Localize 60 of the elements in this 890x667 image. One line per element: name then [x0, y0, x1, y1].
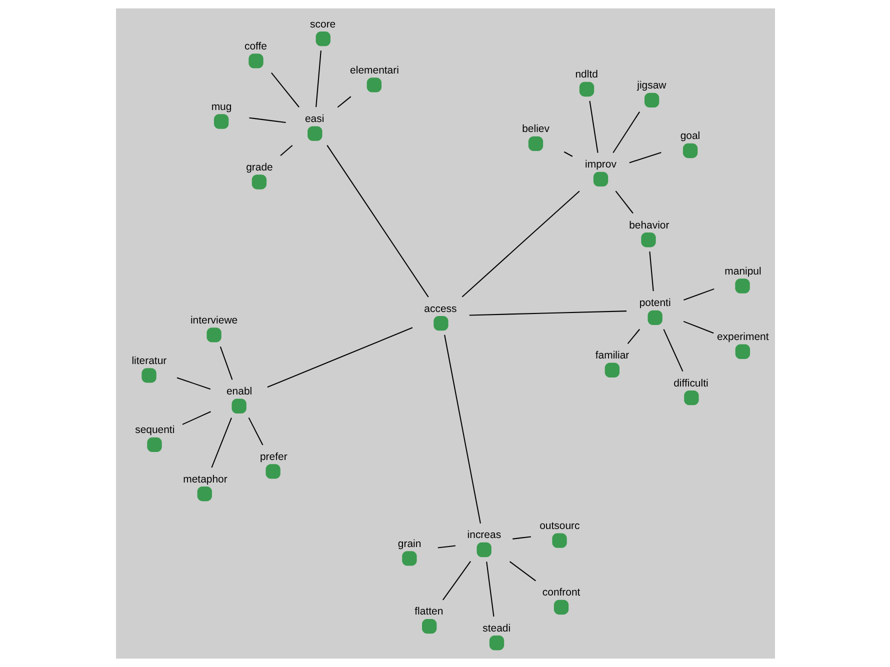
connector — [326, 145, 428, 298]
connector — [266, 327, 412, 388]
connector — [461, 190, 580, 298]
connector — [563, 151, 572, 157]
node-label: literatur — [131, 356, 166, 367]
node-label: steadi — [482, 623, 510, 634]
node-label: experiment — [716, 332, 768, 344]
node-label: enabl — [226, 386, 252, 398]
connector — [683, 288, 714, 300]
node-label: grain — [397, 538, 421, 550]
node-label: behavior — [628, 220, 669, 232]
connector — [682, 320, 714, 334]
node-label: jigsaw — [636, 80, 666, 92]
node-label: goal — [680, 131, 700, 142]
connector — [512, 536, 531, 540]
connector — [662, 329, 683, 372]
connector — [486, 562, 494, 617]
connector — [437, 545, 455, 548]
connector — [648, 251, 654, 292]
node-label: manipul — [724, 266, 761, 278]
node-label: confront — [542, 588, 580, 599]
node-label: familiar — [594, 350, 629, 362]
connector — [315, 50, 321, 108]
connector — [612, 112, 640, 154]
connector — [442, 561, 470, 600]
node-label: grade — [246, 162, 272, 174]
connector — [210, 418, 232, 468]
node-label: flatten — [414, 606, 443, 618]
node-label: potenti — [638, 298, 670, 310]
connector — [444, 334, 480, 524]
node-label: metaphor — [182, 474, 227, 486]
connector — [219, 346, 232, 380]
connector — [628, 152, 661, 164]
node-label: interviewe — [190, 315, 238, 326]
connector — [248, 117, 286, 124]
connector — [176, 377, 210, 390]
node-label: improv — [584, 160, 616, 171]
node-label: ndltd — [574, 70, 598, 81]
node-label: coffe — [244, 41, 266, 52]
connector — [280, 144, 292, 156]
node-label: increas — [466, 530, 501, 542]
connector — [588, 100, 598, 153]
connector — [182, 411, 210, 425]
node-label: elementari — [350, 65, 398, 76]
node-label: prefer — [259, 452, 287, 463]
connector — [614, 190, 633, 214]
connector — [626, 328, 640, 344]
node-label: score — [310, 19, 336, 30]
node-label: difficulti — [673, 378, 708, 390]
connector — [508, 561, 536, 582]
node-label: believ — [522, 124, 549, 136]
connector — [468, 310, 626, 316]
connector — [248, 417, 263, 446]
node-label: mug — [210, 102, 232, 113]
node-label: access — [424, 304, 456, 315]
connector — [336, 96, 351, 108]
connector — [270, 72, 299, 108]
node-label: sequenti — [134, 425, 174, 436]
node-label: outsourc — [539, 521, 580, 532]
node-label: easi — [304, 114, 324, 125]
